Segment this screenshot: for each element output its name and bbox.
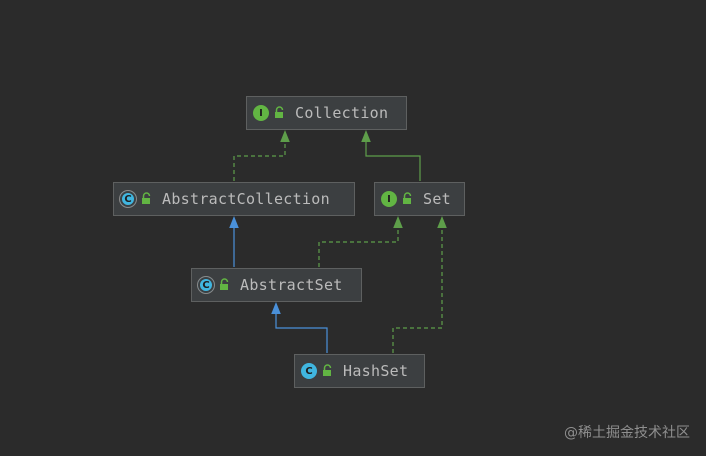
node-set[interactable]: I Set (374, 182, 465, 216)
unlocked-padlock-icon (220, 278, 229, 290)
node-abstract-collection[interactable]: C AbstractCollection (113, 182, 355, 216)
node-label: HashSet (343, 362, 409, 380)
node-label: AbstractSet (240, 276, 343, 294)
node-collection[interactable]: I Collection (246, 96, 407, 130)
unlocked-padlock-icon (323, 364, 332, 376)
class-icon: C (301, 363, 317, 379)
unlocked-padlock-icon (403, 192, 412, 204)
abstract-class-icon: C (120, 191, 136, 207)
interface-icon: I (253, 105, 269, 121)
watermark: @稀土掘金技术社区 (564, 425, 690, 441)
node-label: Collection (295, 104, 389, 122)
node-hashset[interactable]: C HashSet (294, 354, 425, 388)
edge-abstractcollection-collection (233, 130, 290, 181)
unlocked-padlock-icon (275, 106, 284, 118)
edge-hashset-abstractset (271, 302, 328, 353)
node-label: AbstractCollection (162, 190, 330, 208)
node-label: Set (423, 190, 451, 208)
interface-icon: I (381, 191, 397, 207)
edge-set-collection (361, 130, 421, 181)
abstract-class-icon: C (198, 277, 214, 293)
unlocked-padlock-icon (142, 192, 151, 204)
edge-abstractset-set (318, 216, 403, 267)
node-abstract-set[interactable]: C AbstractSet (191, 268, 362, 302)
edge-hashset-set (392, 216, 447, 353)
